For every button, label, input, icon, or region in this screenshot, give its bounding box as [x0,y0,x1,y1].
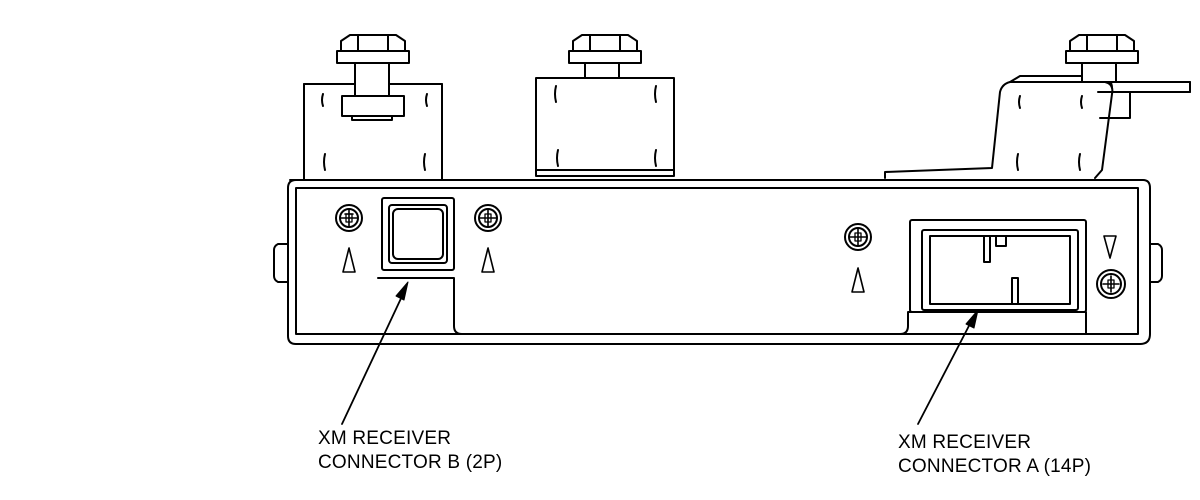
triangle-marker-icon [342,235,1117,293]
bolt-right [1065,34,1139,83]
connector-b-2p [381,197,455,271]
bolt-middle [568,34,642,79]
connector-b-label-line2: CONNECTOR B (2P) [318,452,503,473]
leader-arrow-connector-a [917,309,979,425]
leader-arrow-connector-b [341,281,409,425]
connector-a-label-line1: XM RECEIVER [898,432,1032,453]
screw-icon [474,204,502,232]
connector-a-14p [909,219,1087,313]
connector-b-label-line1: XM RECEIVER [318,428,452,449]
screw-icon [335,204,363,232]
mounting-bracket-right [884,75,1191,179]
screw-icon [844,223,872,251]
bolt-left [336,34,410,121]
connector-a-label-line2: CONNECTOR A (14P) [898,456,1092,477]
screw-icon [1096,269,1126,299]
mounting-bracket-middle [535,77,675,177]
